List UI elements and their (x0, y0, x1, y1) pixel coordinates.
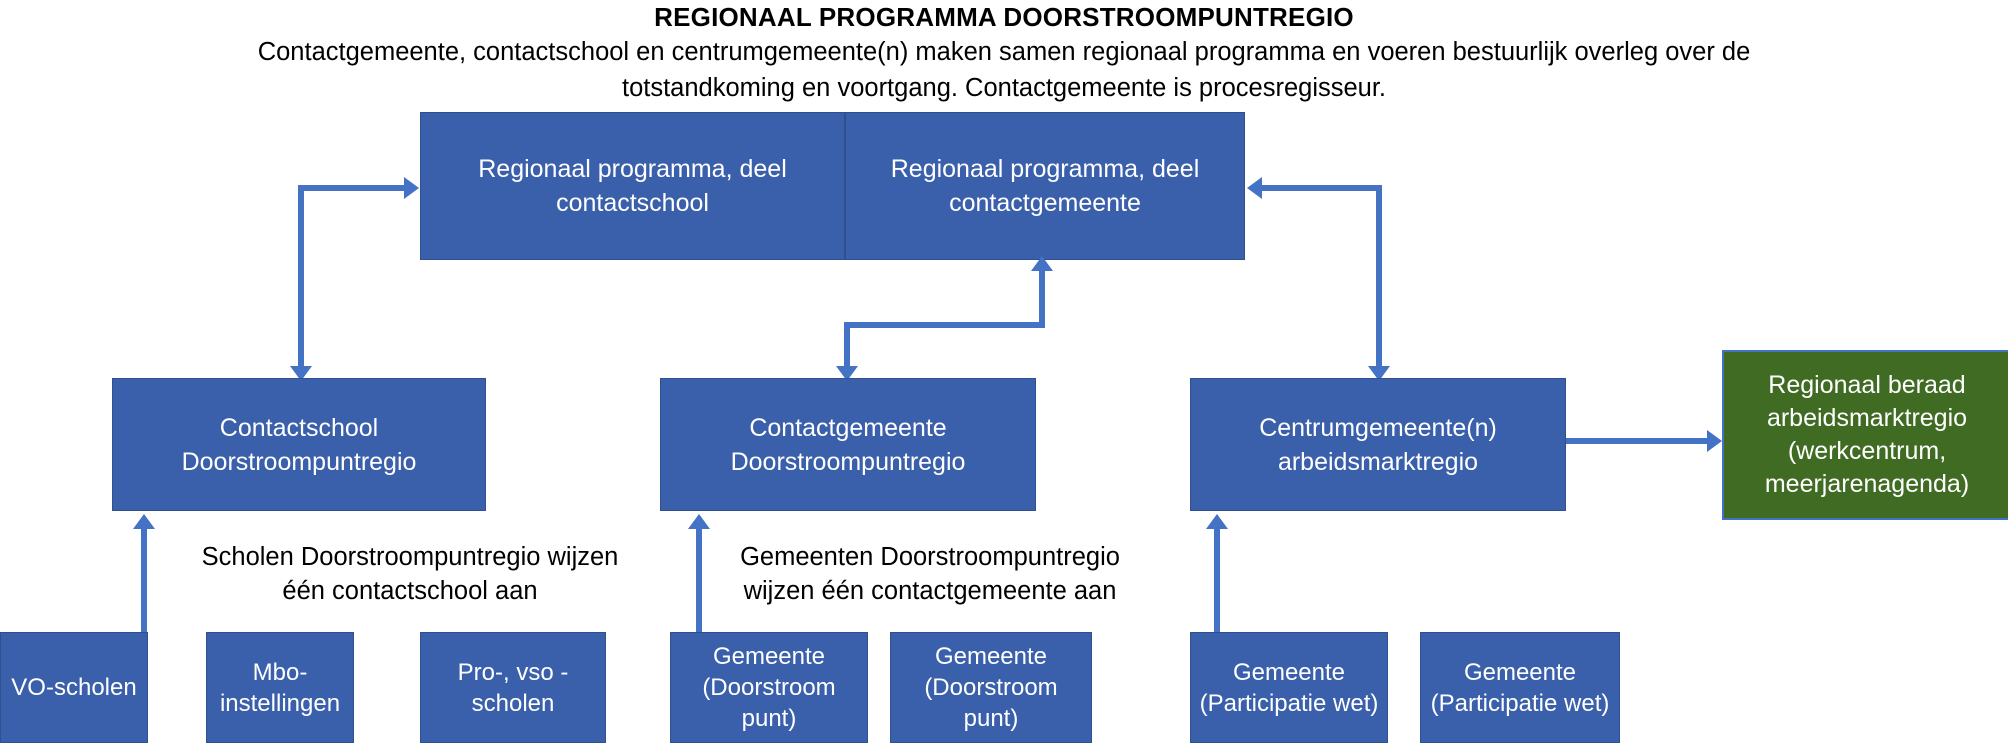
box-gemeente-participatiewet-1[interactable]: Gemeente (Participatie wet) (1190, 632, 1388, 743)
arrow-right-elbow-horizontal (1262, 185, 1382, 191)
note-gemeenten-wijzen-contactgemeente: Gemeenten Doorstroompuntregio wijzen één… (740, 543, 1120, 605)
arrow-centrum-to-beraad-line (1566, 438, 1711, 444)
subtitle-line-1: Contactgemeente, contactschool en centru… (257, 38, 1751, 66)
arrow-left-elbow-head-down (290, 366, 312, 381)
box-contactgemeente-doorstroompuntregio[interactable]: Contactgemeente Doorstroompuntregio (660, 378, 1036, 511)
box-pro-vso-scholen[interactable]: Pro-, vso - scholen (420, 632, 606, 743)
box-gemeente-doorstroompunt-2[interactable]: Gemeente (Doorstroom punt) (890, 632, 1092, 743)
arrow-gemeente-participatie-up-line (1214, 527, 1220, 632)
arrow-gemeente-doorstroom-up-line (696, 527, 702, 632)
arrow-vo-scholen-up-line (141, 527, 147, 632)
arrow-center-elbow-head-up (1031, 256, 1053, 271)
arrow-center-elbow-horizontal (844, 322, 1045, 328)
arrow-center-elbow-vertical-up (1039, 268, 1045, 328)
arrow-right-elbow-head-down (1368, 366, 1390, 381)
box-regionaal-programma-contactgemeente[interactable]: Regionaal programma, deel contactgemeent… (845, 112, 1245, 260)
box-regionaal-programma-contactschool[interactable]: Regionaal programma, deel contactschool (420, 112, 845, 260)
arrow-gemeente-participatie-up-head (1206, 514, 1228, 529)
box-vo-scholen[interactable]: VO-scholen (0, 632, 148, 743)
arrow-center-elbow-head-down (836, 366, 858, 381)
box-gemeente-doorstroompunt-1[interactable]: Gemeente (Doorstroom punt) (670, 632, 868, 743)
page-title: REGIONAAL PROGRAMMA DOORSTROOMPUNTREGIO (654, 2, 1354, 32)
box-mbo-instellingen[interactable]: Mbo-instellingen (206, 632, 354, 743)
arrow-gemeente-doorstroom-up-head (688, 514, 710, 529)
box-centrumgemeente-arbeidsmarktregio[interactable]: Centrumgemeente(n) arbeidsmarktregio (1190, 378, 1566, 511)
arrow-left-elbow-vertical (298, 185, 304, 370)
note-scholen-wijzen-contactschool: Scholen Doorstroompuntregio wijzen één c… (201, 543, 619, 605)
arrow-right-elbow-head-left (1247, 177, 1262, 199)
arrow-center-elbow-vertical-down (844, 322, 850, 370)
arrow-centrum-to-beraad-head (1707, 430, 1722, 452)
subtitle-line-2: totstandkoming en voortgang. Contactgeme… (621, 74, 1387, 102)
arrow-right-elbow-vertical (1376, 185, 1382, 370)
arrow-vo-scholen-up-head (133, 514, 155, 529)
box-contactschool-doorstroompuntregio[interactable]: Contactschool Doorstroompuntregio (112, 378, 486, 511)
arrow-left-elbow-head-right (404, 177, 419, 199)
arrow-left-elbow-horizontal (298, 185, 406, 191)
page-subtitle: Contactgemeente, contactschool en centru… (154, 34, 1854, 106)
box-regionaal-beraad-arbeidsmarktregio[interactable]: Regionaal beraad arbeidsmarktregio (werk… (1722, 350, 2008, 520)
box-gemeente-participatiewet-2[interactable]: Gemeente (Participatie wet) (1420, 632, 1620, 743)
